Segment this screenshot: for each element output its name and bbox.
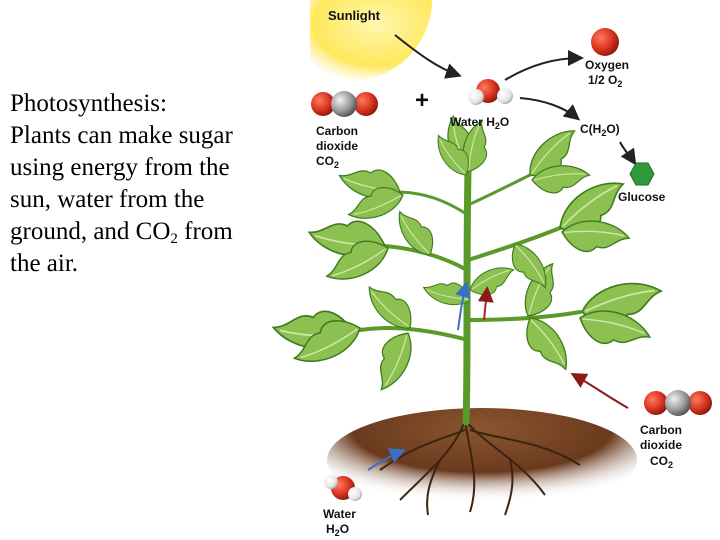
plus-sign: + <box>415 87 429 114</box>
sunlight-label: Sunlight <box>328 8 381 23</box>
water-molecule-icon <box>468 79 513 105</box>
co2-right-label-2: dioxide <box>640 438 682 452</box>
water-bottom-main: H <box>326 522 335 536</box>
co2-right-main: CO <box>650 454 668 468</box>
water-bottom-label-1: Water <box>323 507 356 521</box>
co2-right-label-3: CO2 <box>650 454 673 470</box>
carbohydrate-main: C(H <box>580 122 601 136</box>
co2-left-label-1: Carbon <box>316 124 358 138</box>
oxygen-formula-sub: 2 <box>617 79 622 89</box>
oxygen-label: Oxygen <box>585 58 629 72</box>
oxygen-arrow <box>505 58 580 80</box>
oxygen-molecule-icon <box>591 28 619 56</box>
oxygen-formula: 1/2 O2 <box>588 73 622 89</box>
water-top-label: Water H2O <box>450 115 509 131</box>
co2-intake-arrow <box>574 375 628 408</box>
co2-right-molecule-icon <box>644 390 712 416</box>
co2-right-sub: 2 <box>668 460 673 470</box>
glucose-icon <box>630 163 654 185</box>
water-bottom-post: O <box>340 522 349 536</box>
water-top-main: Water H <box>450 115 495 129</box>
water-bottom-label-2: H2O <box>326 522 349 538</box>
co2-left-sub: 2 <box>334 160 339 170</box>
glucose-arrow <box>620 142 634 162</box>
co2-left-label-2: dioxide <box>316 139 358 153</box>
co2-left-label-3: CO2 <box>316 154 339 170</box>
carbohydrate-arrow <box>520 98 577 118</box>
co2-left-main: CO <box>316 154 334 168</box>
water-top-post: O <box>500 115 509 129</box>
oxygen-formula-main: 1/2 O <box>588 73 617 87</box>
glucose-label: Glucose <box>618 190 666 204</box>
co2-left-molecule-icon <box>311 91 378 117</box>
co2-right-label-1: Carbon <box>640 423 682 437</box>
carbohydrate-post: O) <box>606 122 619 136</box>
soil <box>327 408 637 512</box>
carbohydrate-label: C(H2O) <box>580 122 620 138</box>
